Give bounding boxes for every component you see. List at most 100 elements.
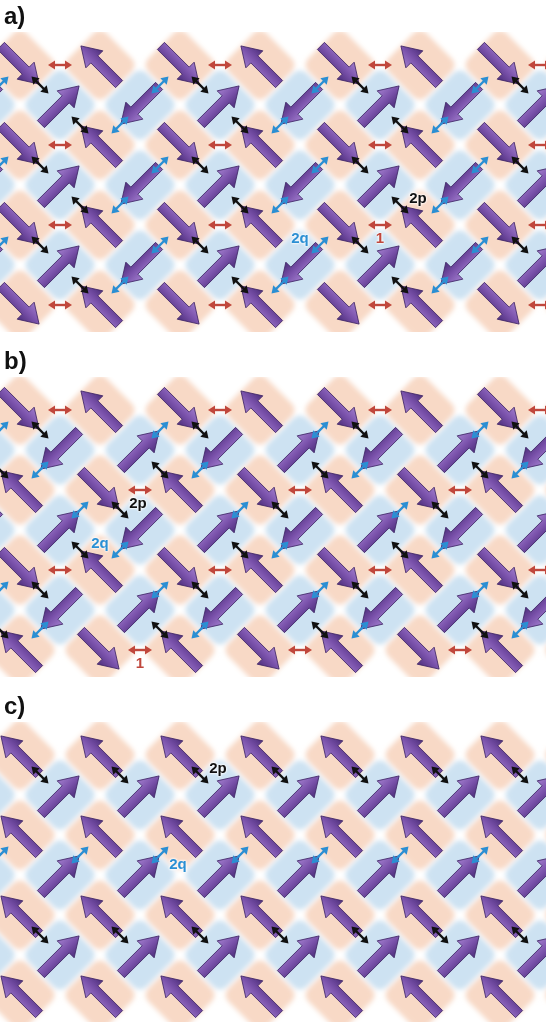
- bond-head: [108, 125, 119, 136]
- bond-head: [468, 855, 479, 866]
- bond-head: [480, 418, 491, 429]
- bond-double-arrow: [28, 418, 51, 441]
- bond-head: [348, 630, 359, 641]
- spin-arrow: [72, 37, 127, 92]
- bond-line: [316, 466, 324, 474]
- bond-head: [468, 430, 479, 441]
- bond-double-arrow: [208, 406, 232, 415]
- bond-head: [348, 763, 359, 774]
- bond-head: [0, 470, 11, 481]
- bond-head: [240, 285, 251, 296]
- bond-head: [360, 165, 371, 176]
- spin-arrow: [0, 582, 8, 637]
- spin-arrow: [512, 927, 546, 982]
- bond-double-arrow: [528, 406, 546, 415]
- bond-double-arrow: [68, 498, 91, 521]
- spin-arrow: [232, 117, 287, 172]
- bond-head: [28, 470, 39, 481]
- bond-line: [276, 771, 284, 779]
- bond-head: [508, 923, 519, 934]
- bond-double-arrow: [428, 923, 451, 946]
- bond-double-arrow: [148, 73, 171, 96]
- bond-head: [305, 646, 312, 655]
- bond-double-arrow: [68, 113, 91, 136]
- spin-arrow: [72, 967, 127, 1022]
- spin-arrow: [512, 582, 546, 637]
- bond-layer: [0, 763, 546, 946]
- spin-arrow: [312, 37, 367, 92]
- bond-line: [196, 426, 204, 434]
- bond-head: [240, 498, 251, 509]
- bond-head: [400, 550, 411, 561]
- bond-double-arrow: [48, 406, 72, 415]
- bond-head: [160, 418, 171, 429]
- bond-double-arrow: [148, 418, 171, 441]
- spin-arrow: [392, 462, 447, 517]
- bond-double-arrow: [348, 578, 371, 601]
- bond-double-arrow: [228, 843, 251, 866]
- bond-head: [240, 550, 251, 561]
- spin-arrow: [272, 237, 327, 292]
- bond-line: [396, 201, 404, 209]
- bond-head: [428, 285, 439, 296]
- bond-line: [316, 851, 324, 859]
- bond-head: [120, 775, 131, 786]
- bond-head: [348, 923, 359, 934]
- bond-line: [534, 144, 546, 146]
- bond-line: [214, 144, 226, 146]
- bond-head: [480, 73, 491, 84]
- bond-double-arrow: [508, 458, 531, 481]
- bond-head: [228, 273, 239, 284]
- bond-line: [356, 771, 364, 779]
- bond-head: [400, 498, 411, 509]
- spin-arrow: [0, 622, 48, 677]
- bond-head: [440, 775, 451, 786]
- spin-arrow: [232, 542, 287, 597]
- bond-double-arrow: [28, 153, 51, 176]
- bond-head: [508, 630, 519, 641]
- bond-head: [200, 430, 211, 441]
- bond-double-arrow: [108, 923, 131, 946]
- spin-arrow: [0, 807, 48, 862]
- bond-line: [196, 241, 204, 249]
- bond-line: [476, 426, 484, 434]
- spin-arrow: [312, 462, 367, 517]
- bond-double-arrow: [368, 221, 392, 230]
- bond-double-arrow: [388, 498, 411, 521]
- spin-arrow: [32, 422, 87, 477]
- bond-head: [188, 153, 199, 164]
- bond-head: [160, 73, 171, 84]
- bond-head: [440, 273, 451, 284]
- bond-double-arrow: [448, 486, 472, 495]
- bond-line: [476, 466, 484, 474]
- lattice-tile: [302, 377, 378, 448]
- spin-arrow: [152, 382, 207, 437]
- bond-head: [65, 221, 72, 230]
- spin-arrow: [152, 967, 207, 1022]
- coupling-label: 2q: [169, 856, 187, 871]
- spin-arrow: [272, 77, 327, 132]
- spin-arrow: [32, 847, 87, 902]
- bond-line: [476, 241, 484, 249]
- spin-arrow: [192, 77, 247, 132]
- bond-head: [200, 85, 211, 96]
- bond-head: [280, 113, 291, 124]
- bond-head: [148, 245, 159, 256]
- bond-line: [276, 201, 284, 209]
- bond-head: [480, 233, 491, 244]
- spin-arrow: [232, 37, 287, 92]
- bond-head: [440, 538, 451, 549]
- bond-head: [528, 406, 535, 415]
- bond-line: [196, 771, 204, 779]
- spin-arrow: [352, 847, 407, 902]
- bond-head: [320, 843, 331, 854]
- bond-head: [208, 406, 215, 415]
- tile-layer: [0, 377, 546, 677]
- spin-arrow: [432, 927, 487, 982]
- spin-arrow: [0, 462, 48, 517]
- bond-head: [0, 843, 11, 854]
- bond-double-arrow: [508, 153, 531, 176]
- bond-line: [516, 626, 524, 634]
- spin-arrow: [32, 77, 87, 132]
- bond-head: [268, 205, 279, 216]
